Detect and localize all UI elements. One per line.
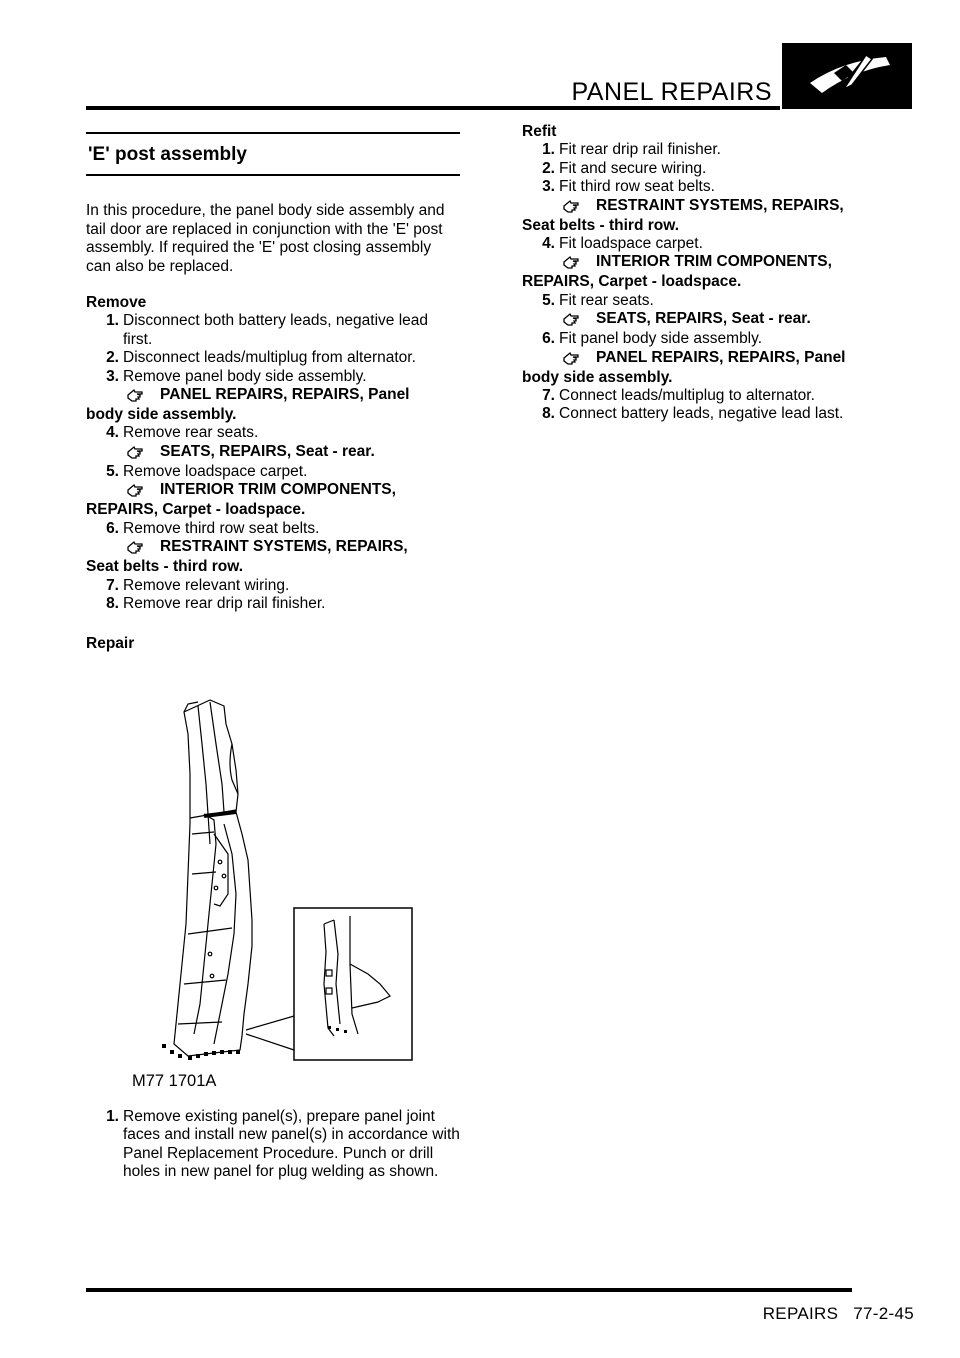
remove-step-8: 8. Remove rear drip rail finisher.	[86, 595, 460, 613]
header-title: PANEL REPAIRS	[571, 78, 772, 106]
cross-reference[interactable]: SEATS, REPAIRS, Seat - rear.	[522, 310, 922, 330]
panel-repair-hammer-icon	[782, 43, 912, 109]
cross-reference[interactable]: INTERIOR TRIM COMPONENTS, REPAIRS, Carpe…	[86, 481, 460, 519]
pointing-hand-icon	[127, 389, 143, 402]
reference-text: Seat belts - third row.	[522, 216, 680, 234]
reference-text: PANEL REPAIRS, REPAIRS, Panel	[596, 348, 846, 366]
remove-step-1: 1. Disconnect both battery leads, negati…	[86, 312, 460, 349]
remove-step-4: 4. Remove rear seats.	[86, 424, 460, 442]
pointing-hand-icon	[563, 351, 579, 365]
repair-steps: 1. Remove existing panel(s), prepare pan…	[86, 1108, 460, 1182]
reference-text: SEATS, REPAIRS, Seat - rear.	[596, 310, 811, 328]
refit-step-8: 8. Connect battery leads, negative lead …	[522, 405, 922, 423]
step-text: Remove rear drip rail finisher.	[123, 594, 326, 612]
header-rule	[86, 106, 780, 110]
pointing-hand-icon	[127, 541, 143, 554]
refit-step-4: 4. Fit loadspace carpet.	[522, 235, 922, 253]
step-text: Remove third row seat belts.	[123, 519, 320, 537]
step-number: 8.	[542, 405, 555, 423]
step-number: 5.	[106, 462, 119, 480]
step-text: Remove panel body side assembly.	[123, 367, 367, 385]
remove-steps: 1. Disconnect both battery leads, negati…	[86, 312, 460, 613]
reference-text: INTERIOR TRIM COMPONENTS,	[160, 481, 396, 499]
step-number: 1.	[106, 312, 119, 330]
right-column: Refit 1. Fit rear drip rail finisher. 2.…	[522, 123, 922, 424]
step-number: 2.	[542, 159, 555, 177]
figure-label: M77 1701A	[132, 1072, 217, 1090]
step-number: 7.	[106, 576, 119, 594]
remove-heading: Remove	[86, 294, 147, 312]
step-number: 8.	[106, 594, 119, 612]
reference-text: REPAIRS, Carpet - loadspace.	[522, 273, 742, 291]
reference-text: SEATS, REPAIRS, Seat - rear.	[160, 442, 375, 460]
step-text: Fit loadspace carpet.	[559, 235, 703, 253]
step-number: 7.	[542, 387, 555, 405]
repair-step-1: 1. Remove existing panel(s), prepare pan…	[86, 1108, 460, 1182]
reference-text: body side assembly.	[86, 406, 237, 424]
reference-text: REPAIRS, Carpet - loadspace.	[86, 501, 306, 519]
cross-reference[interactable]: INTERIOR TRIM COMPONENTS, REPAIRS, Carpe…	[522, 253, 922, 291]
step-text: Connect battery leads, negative lead las…	[559, 405, 844, 423]
remove-step-6: 6. Remove third row seat belts.	[86, 520, 460, 538]
step-text: Fit third row seat belts.	[559, 178, 715, 196]
footer-page-number: 77-2-45	[853, 1304, 914, 1323]
step-text: Fit rear seats.	[559, 291, 654, 309]
refit-heading: Refit	[522, 123, 557, 140]
cross-reference[interactable]: SEATS, REPAIRS, Seat - rear.	[86, 443, 460, 463]
step-number: 1.	[542, 141, 555, 159]
section-title: 'E' post assembly	[86, 132, 460, 177]
remove-step-3: 3. Remove panel body side assembly.	[86, 368, 460, 386]
reference-text: RESTRAINT SYSTEMS, REPAIRS,	[596, 196, 844, 214]
footer-rule	[86, 1288, 852, 1292]
step-text: Connect leads/multiplug to alternator.	[559, 387, 815, 405]
remove-step-2: 2. Disconnect leads/multiplug from alter…	[86, 349, 460, 367]
step-number: 6.	[106, 519, 119, 537]
step-number: 3.	[106, 367, 119, 385]
step-text: Fit rear drip rail finisher.	[559, 141, 721, 159]
refit-step-1: 1. Fit rear drip rail finisher.	[522, 141, 922, 159]
remove-step-7: 7. Remove relevant wiring.	[86, 577, 460, 595]
step-number: 4.	[542, 235, 555, 253]
step-number: 6.	[542, 330, 555, 348]
step-text: Fit and secure wiring.	[559, 159, 707, 177]
pointing-hand-icon	[127, 484, 143, 497]
reference-text: body side assembly.	[522, 368, 673, 386]
pointing-hand-icon	[563, 256, 579, 270]
step-text: Remove existing panel(s), prepare panel …	[123, 1108, 460, 1181]
refit-step-6: 6. Fit panel body side assembly.	[522, 330, 922, 348]
step-text: Remove rear seats.	[123, 424, 259, 442]
step-number: 4.	[106, 424, 119, 442]
remove-step-5: 5. Remove loadspace carpet.	[86, 463, 460, 481]
step-text: Disconnect leads/multiplug from alternat…	[123, 349, 416, 367]
step-text: Fit panel body side assembly.	[559, 330, 763, 348]
refit-step-2: 2. Fit and secure wiring.	[522, 160, 922, 178]
refit-step-3: 3. Fit third row seat belts.	[522, 178, 922, 196]
footer-section: REPAIRS	[762, 1304, 839, 1323]
step-number: 1.	[106, 1108, 119, 1125]
step-number: 3.	[542, 178, 555, 196]
step-text: Disconnect both battery leads, negative …	[123, 312, 429, 348]
cross-reference[interactable]: PANEL REPAIRS, REPAIRS, Panel body side …	[86, 386, 460, 424]
left-column: 'E' post assembly In this procedure, the…	[86, 132, 460, 654]
reference-text: PANEL REPAIRS, REPAIRS, Panel	[160, 386, 410, 404]
step-text: Remove relevant wiring.	[123, 576, 290, 594]
cross-reference[interactable]: RESTRAINT SYSTEMS, REPAIRS, Seat belts -…	[522, 197, 922, 235]
refit-step-7: 7. Connect leads/multiplug to alternator…	[522, 387, 922, 405]
step-number: 2.	[106, 349, 119, 367]
pointing-hand-icon	[563, 313, 579, 326]
pointing-hand-icon	[127, 445, 143, 459]
reference-text: Seat belts - third row.	[86, 558, 244, 576]
e-post-illustration	[162, 699, 413, 1061]
step-number: 5.	[542, 291, 555, 309]
reference-text: INTERIOR TRIM COMPONENTS,	[596, 253, 832, 271]
cross-reference[interactable]: RESTRAINT SYSTEMS, REPAIRS, Seat belts -…	[86, 538, 460, 576]
cross-reference[interactable]: PANEL REPAIRS, REPAIRS, Panel body side …	[522, 349, 922, 387]
intro-paragraph: In this procedure, the panel body side a…	[86, 202, 445, 275]
reference-text: RESTRAINT SYSTEMS, REPAIRS,	[160, 538, 408, 556]
footer-page-ref: REPAIRS 77-2-45	[763, 1304, 914, 1324]
refit-step-5: 5. Fit rear seats.	[522, 292, 922, 310]
pointing-hand-icon	[563, 199, 579, 213]
repair-heading: Repair	[86, 635, 135, 653]
step-text: Remove loadspace carpet.	[123, 462, 308, 480]
